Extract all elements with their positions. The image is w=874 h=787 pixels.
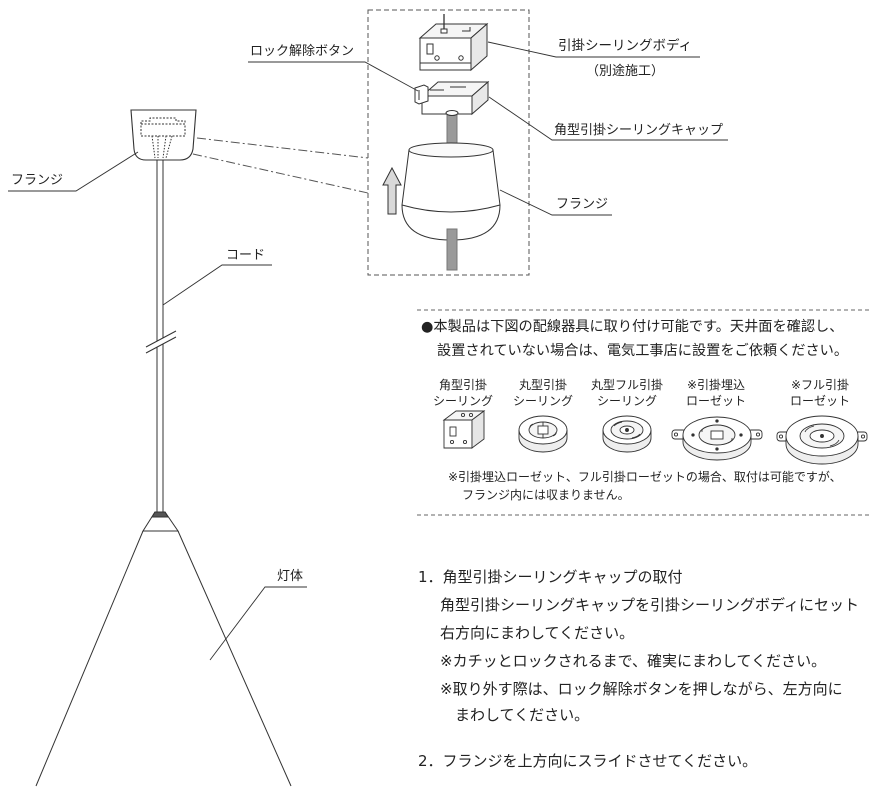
square-ceiling-icon [442,410,486,449]
fixture-label-embedded-rosette: ※引掛埋込 ローゼット [668,377,764,409]
projection-lines [192,137,369,194]
leader-flange-left [8,151,139,192]
flange-drawing [401,142,501,241]
label-ceiling-body: 引掛シーリングボディ [558,38,693,54]
footnote-line-2: フランジ内には収まりません。 [462,488,630,502]
embedded-rosette-icon [671,416,763,461]
label-ceiling-body-note: （別途施工） [586,64,665,79]
fixture-label-line: ※引掛埋込 [686,378,746,392]
leader-lamp-body [209,586,307,661]
step-1-line-4: ※取り外す際は、ロック解除ボタンを押しながら、左方向に [440,680,843,698]
step-title: フランジを上方向にスライドさせてください。 [442,752,758,770]
label-lock-release-button: ロック解除ボタン [250,44,355,59]
fixture-label-round-ceiling: 丸型引掛 シーリング [495,377,591,409]
step-number: 1． [418,568,443,586]
notice-line-1: ●本製品は下図の配線器具に取り付け可能です。天井面を確認し、 [421,319,844,335]
fixture-label-square-ceiling: 角型引掛 シーリング [415,377,511,409]
step-title: 角型引掛シーリングキャップの取付 [442,568,683,586]
leader-lines [8,41,728,661]
full-rosette-icon [776,415,868,465]
exploded-view-frame [367,9,530,276]
label-lamp-body: 灯体 [277,569,304,584]
fixture-label-line: シーリング [596,394,657,408]
label-flange-exploded: フランジ [556,197,609,212]
leader-flange-exploded [499,189,612,216]
step-number: 2． [418,752,443,770]
round-ceiling-icon [518,415,568,453]
step-2-heading: 2．フランジを上方向にスライドさせてください。 [418,754,757,769]
ceiling-body-drawing [418,14,489,72]
fixture-label-line: 角型引掛 [438,378,487,392]
fixture-label-line: シーリング [432,394,493,408]
fixture-label-full-rosette: ※フル引掛 ローゼット [772,377,868,409]
lamp-shade-drawing [35,511,292,787]
notice-line-2: 設置されていない場合は、電気工事店に設置をご依頼ください。 [437,343,849,359]
fixture-label-round-full-ceiling: 丸型フル引掛 シーリング [579,377,675,409]
fixture-label-line: ※フル引掛 [790,378,850,392]
step-1-line-3: ※カチッとロックされるまで、確実にまわしてください。 [440,652,827,670]
up-arrow-icon [382,166,402,215]
step-1-heading: 1．角型引掛シーリングキャップの取付 [418,570,683,585]
label-square-cap: 角型引掛シーリングキャップ [554,123,724,138]
fixture-label-line: ローゼット [789,394,850,408]
leader-square-cap [488,96,728,141]
fixture-label-line: 丸型引掛 [518,378,567,392]
fixture-label-line: シーリング [512,394,573,408]
round-full-ceiling-icon [602,415,652,453]
step-1-line-1: 角型引掛シーリングキャップを引掛シーリングボディにセット [440,596,859,614]
cord-drawing [156,160,164,512]
cord-bottom-drawing [446,228,458,271]
flange-left-drawing [130,109,197,161]
leader-cord [162,264,272,306]
label-cord: コード [226,248,266,263]
cord-break-mark [145,330,177,354]
label-flange-lamp: フランジ [11,173,64,188]
lock-release-button-drawing [414,84,429,105]
leader-lock-release [248,61,419,92]
fixture-label-line: 丸型フル引掛 [590,378,663,392]
step-1-line-5: まわしてください。 [455,706,590,724]
fixture-label-line: ローゼット [685,394,746,408]
notice-box-border [417,309,872,516]
ceiling-cap-drawing [420,80,490,153]
step-1-line-2: 右方向にまわしてください。 [440,624,635,642]
footnote-line-1: ※引掛埋込ローゼット、フル引掛ローゼットの場合、取付は可能ですが、 [448,470,842,484]
leader-ceiling-body [487,41,700,58]
